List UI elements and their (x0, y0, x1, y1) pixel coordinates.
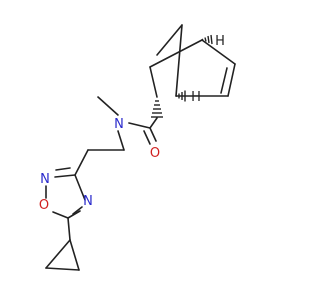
bond (67, 217, 71, 241)
bond (149, 66, 158, 98)
bond (143, 130, 151, 145)
bond (69, 239, 80, 271)
bond (149, 117, 158, 129)
bond (149, 39, 203, 68)
atom-nitrogen-ring-b: N (83, 194, 93, 209)
bond (227, 63, 236, 97)
atom-hydrogen-top: H (215, 34, 225, 49)
atom-oxygen-ring: O (39, 198, 49, 213)
bond (55, 167, 71, 171)
bond (72, 206, 83, 215)
molecule-structure: H H N O O N N (39, 24, 236, 271)
bond (175, 24, 183, 97)
bond (220, 67, 228, 94)
bond (54, 174, 76, 178)
bond (45, 239, 71, 269)
hashed-wedge-bond (176, 90, 186, 102)
bond (117, 130, 125, 151)
bond (128, 122, 151, 129)
bond (156, 24, 183, 56)
bond (74, 149, 89, 176)
bond (45, 267, 80, 271)
bond (97, 96, 119, 116)
bond (52, 211, 69, 219)
atom-oxygen-carbonyl: O (150, 146, 160, 161)
bond (67, 210, 81, 219)
atom-hydrogen-mid: H (191, 90, 201, 105)
bond (201, 39, 236, 65)
atom-nitrogen-ring-a: N (40, 172, 50, 187)
bond (74, 174, 86, 201)
atom-nitrogen-amide: N (114, 117, 124, 132)
bond (149, 127, 157, 142)
hashed-wedge-bond (151, 100, 163, 118)
hashed-wedge-bond (201, 34, 213, 45)
